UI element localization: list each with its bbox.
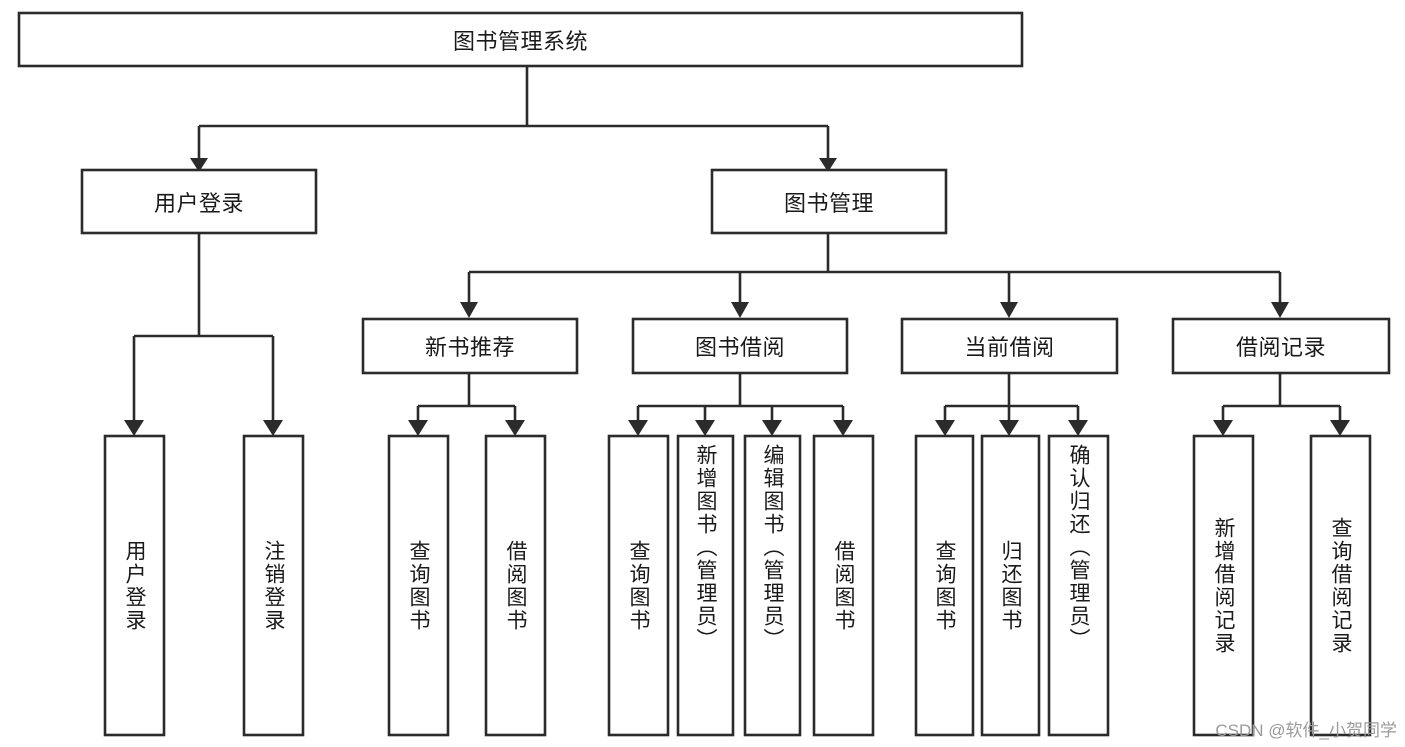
leaf-box-user-logout[interactable] [242, 434, 305, 737]
arrow-to-leaf-br-query-record [1330, 420, 1350, 436]
connector-book-manage-to-level3 [467, 233, 1282, 305]
leaf-box-user-login[interactable] [103, 434, 166, 737]
node-user-login-box[interactable] [80, 168, 318, 235]
connector-book-borrow-to-leaves [636, 373, 845, 423]
arrow-to-user-login [190, 158, 208, 172]
leaf-box-nbr-query-book[interactable] [387, 434, 450, 737]
leaf-box-br-query-record[interactable] [1309, 434, 1372, 737]
leaf-box-cb-return-book[interactable] [980, 434, 1041, 737]
arrow-to-leaf-bb-add-book [695, 420, 715, 436]
arrow-to-leaf-user-login [124, 420, 144, 436]
node-root-box[interactable] [17, 11, 1024, 68]
leaf-box-nbr-borrow-book[interactable] [484, 434, 547, 737]
arrow-to-leaf-bb-edit-book [762, 420, 782, 436]
node-borrow-record-box[interactable] [1171, 317, 1391, 375]
connector-current-borrow-to-leaves [943, 373, 1080, 423]
arrow-to-current-borrow [1000, 302, 1018, 318]
leaf-box-cb-query-book[interactable] [914, 434, 975, 737]
arrow-to-book-borrow [731, 302, 749, 318]
node-new-book-recommend-box[interactable] [361, 317, 579, 375]
arrow-to-leaf-bb-query-book [628, 420, 648, 436]
arrow-to-leaf-cb-confirm-return [1068, 420, 1088, 436]
connector-new-book-recommend-to-leaves [416, 373, 517, 423]
arrow-to-leaf-cb-return-book [999, 420, 1019, 436]
leaf-box-bb-add-book[interactable] [676, 434, 735, 737]
leaf-box-bb-borrow-book[interactable] [812, 434, 875, 737]
arrow-to-leaf-bb-borrow-book [833, 420, 853, 436]
node-book-borrow-box[interactable] [631, 317, 849, 375]
arrow-to-borrow-record [1271, 302, 1289, 318]
leaf-box-bb-edit-book[interactable] [743, 434, 802, 737]
node-book-manage-box[interactable] [710, 168, 948, 235]
arrow-to-leaf-nbr-query-book [408, 420, 428, 436]
connector-user-login-to-leaves [132, 233, 275, 423]
arrow-to-leaf-cb-query-book [935, 420, 955, 436]
arrow-to-new-book-recommend [460, 302, 478, 318]
arrow-to-leaf-nbr-borrow-book [505, 420, 525, 436]
leaf-box-cb-confirm-return[interactable] [1047, 434, 1110, 737]
connector-root-to-level2 [197, 66, 830, 160]
leaf-box-br-add-record[interactable] [1192, 434, 1255, 737]
leaf-box-bb-query-book[interactable] [607, 434, 670, 737]
node-current-borrow-box[interactable] [900, 317, 1119, 375]
connector-borrow-record-to-leaves [1221, 373, 1342, 423]
arrow-to-leaf-br-add-record [1213, 420, 1233, 436]
arrow-to-book-manage [819, 158, 837, 172]
arrow-to-leaf-user-logout [263, 420, 283, 436]
